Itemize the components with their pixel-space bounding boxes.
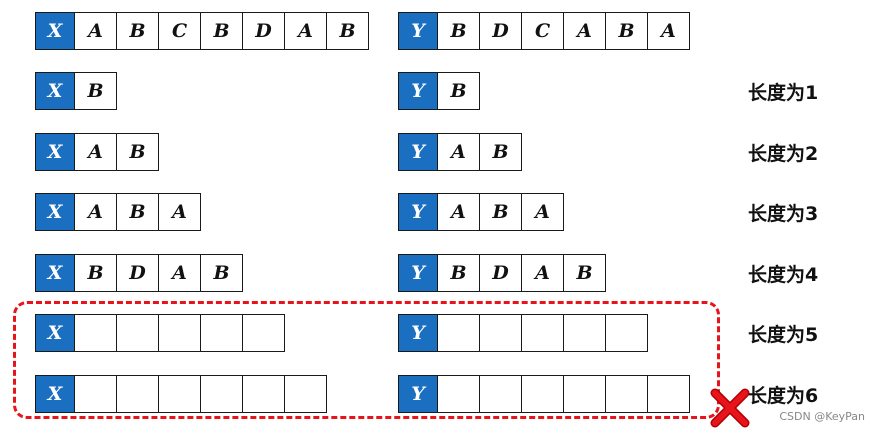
x-label-cell: X — [35, 72, 75, 110]
dashed-highlight-box — [13, 301, 720, 419]
y-sequence-cell: D — [479, 254, 522, 292]
y-label-cell: Y — [398, 133, 438, 171]
y-sequence-cell: A — [521, 254, 564, 292]
y-label-cell: Y — [398, 72, 438, 110]
x-sequence-cell: A — [284, 12, 327, 50]
x-label-cell: X — [35, 133, 75, 171]
y-sequence-cell — [479, 314, 522, 352]
x-sequence-cell: B — [116, 12, 159, 50]
x-label-cell: X — [35, 193, 75, 231]
x-sequence-cell: D — [242, 12, 285, 50]
y-sequence-cell: B — [479, 133, 522, 171]
y-label-cell: Y — [398, 193, 438, 231]
x-sequence-cell: B — [74, 254, 117, 292]
y-sequence-cell — [563, 375, 606, 413]
y-sequence-cell: B — [479, 193, 522, 231]
length-label-2: 长度为2 — [748, 142, 819, 165]
y-sequence-cell: C — [521, 12, 564, 50]
red-x-cross-icon — [710, 388, 750, 428]
x-label-cell: X — [35, 12, 75, 50]
x-sequence-cell: A — [74, 193, 117, 231]
x-sequence-cell — [116, 375, 159, 413]
y-sequence-cell — [605, 375, 648, 413]
watermark: CSDN @KeyPan — [779, 410, 865, 423]
x-sequence-cell: B — [74, 72, 117, 110]
length-label-3: 长度为3 — [748, 202, 819, 225]
y-sequence-cell: A — [437, 193, 480, 231]
y-sequence-cell — [479, 375, 522, 413]
x-sequence-cell: A — [158, 193, 201, 231]
x-sequence-cell: A — [74, 12, 117, 50]
y-sequence-cell — [647, 375, 690, 413]
y-sequence-row-6: Y — [398, 314, 648, 352]
x-sequence-cell: B — [116, 193, 159, 231]
y-sequence-cell — [521, 314, 564, 352]
y-label-cell: Y — [398, 12, 438, 50]
x-sequence-cell: C — [158, 12, 201, 50]
y-sequence-cell: B — [563, 254, 606, 292]
x-sequence-row-7: X — [35, 375, 327, 413]
length-label-6: 长度为6 — [748, 384, 819, 407]
y-sequence-cell: B — [437, 12, 480, 50]
y-sequence-cell: B — [437, 72, 480, 110]
y-sequence-row-7: Y — [398, 375, 690, 413]
x-sequence-cell — [116, 314, 159, 352]
x-sequence-cell — [242, 314, 285, 352]
x-label-cell: X — [35, 254, 75, 292]
y-label-cell: Y — [398, 314, 438, 352]
y-sequence-cell: B — [605, 12, 648, 50]
x-sequence-cell: B — [326, 12, 369, 50]
x-sequence-row-6: X — [35, 314, 285, 352]
x-sequence-cell — [200, 314, 243, 352]
x-sequence-cell: B — [200, 12, 243, 50]
y-sequence-cell — [563, 314, 606, 352]
x-sequence-cell — [284, 375, 327, 413]
x-sequence-cell — [158, 314, 201, 352]
y-sequence-cell: A — [521, 193, 564, 231]
length-label-4: 长度为4 — [748, 263, 819, 286]
y-sequence-cell: A — [437, 133, 480, 171]
y-label-cell: Y — [398, 254, 438, 292]
x-sequence-cell: A — [158, 254, 201, 292]
y-sequence-cell — [605, 314, 648, 352]
y-label-cell: Y — [398, 375, 438, 413]
x-sequence-cell — [200, 375, 243, 413]
y-sequence-cell — [437, 314, 480, 352]
x-sequence-cell — [158, 375, 201, 413]
y-sequence-cell — [437, 375, 480, 413]
length-label-1: 长度为1 — [748, 81, 819, 104]
x-sequence-cell — [242, 375, 285, 413]
length-label-5: 长度为5 — [748, 323, 819, 346]
x-sequence-cell: B — [200, 254, 243, 292]
x-sequence-cell: B — [116, 133, 159, 171]
x-sequence-cell — [74, 314, 117, 352]
y-sequence-cell: A — [647, 12, 690, 50]
y-sequence-cell: A — [563, 12, 606, 50]
y-sequence-cell: D — [479, 12, 522, 50]
x-sequence-cell: D — [116, 254, 159, 292]
x-sequence-cell: A — [74, 133, 117, 171]
y-sequence-cell: B — [437, 254, 480, 292]
y-sequence-cell — [521, 375, 564, 413]
x-sequence-cell — [74, 375, 117, 413]
x-label-cell: X — [35, 375, 75, 413]
x-label-cell: X — [35, 314, 75, 352]
